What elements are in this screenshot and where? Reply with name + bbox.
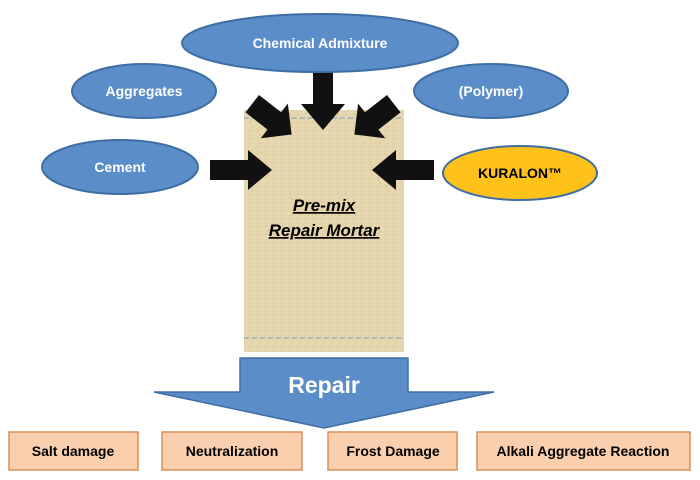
arrow-down-icon bbox=[301, 70, 345, 130]
arrow-right-icon bbox=[210, 150, 272, 190]
application-label: Neutralization bbox=[186, 443, 279, 459]
application-label: Alkali Aggregate Reaction bbox=[497, 443, 670, 459]
ingredient-cement: Cement bbox=[41, 139, 199, 195]
chemical-admixture-label: Chemical Admixture bbox=[253, 35, 388, 51]
arrow-diagonal-right-icon bbox=[245, 95, 292, 139]
product-line1: Pre-mix bbox=[293, 196, 357, 215]
application-label: Salt damage bbox=[32, 443, 115, 459]
application-box-salt-damage: Salt damage bbox=[8, 431, 139, 471]
polymer-label: (Polymer) bbox=[459, 83, 524, 99]
ingredient-polymer: (Polymer) bbox=[413, 63, 569, 119]
cement-label: Cement bbox=[94, 159, 146, 175]
application-label: Frost Damage bbox=[346, 443, 440, 459]
input-arrows bbox=[210, 70, 434, 190]
application-box-alkali-aggregate-reaction: Alkali Aggregate Reaction bbox=[476, 431, 691, 471]
aggregates-label: Aggregates bbox=[105, 83, 182, 99]
arrow-diagonal-left-icon bbox=[354, 95, 401, 139]
ingredient-kuralon: KURALON™ bbox=[442, 145, 598, 201]
repair-label: Repair bbox=[288, 372, 360, 398]
ingredient-chemical-admixture: Chemical Admixture bbox=[181, 13, 459, 73]
application-box-neutralization: Neutralization bbox=[161, 431, 303, 471]
product-line2: Repair Mortar bbox=[269, 221, 381, 240]
application-box-frost-damage: Frost Damage bbox=[327, 431, 458, 471]
mortar-bag: Pre-mix Repair Mortar bbox=[244, 110, 404, 352]
repair-arrow: Repair bbox=[153, 357, 495, 429]
ingredient-aggregates: Aggregates bbox=[71, 63, 217, 119]
kuralon-label: KURALON™ bbox=[478, 165, 562, 181]
arrow-left-icon bbox=[372, 150, 434, 190]
